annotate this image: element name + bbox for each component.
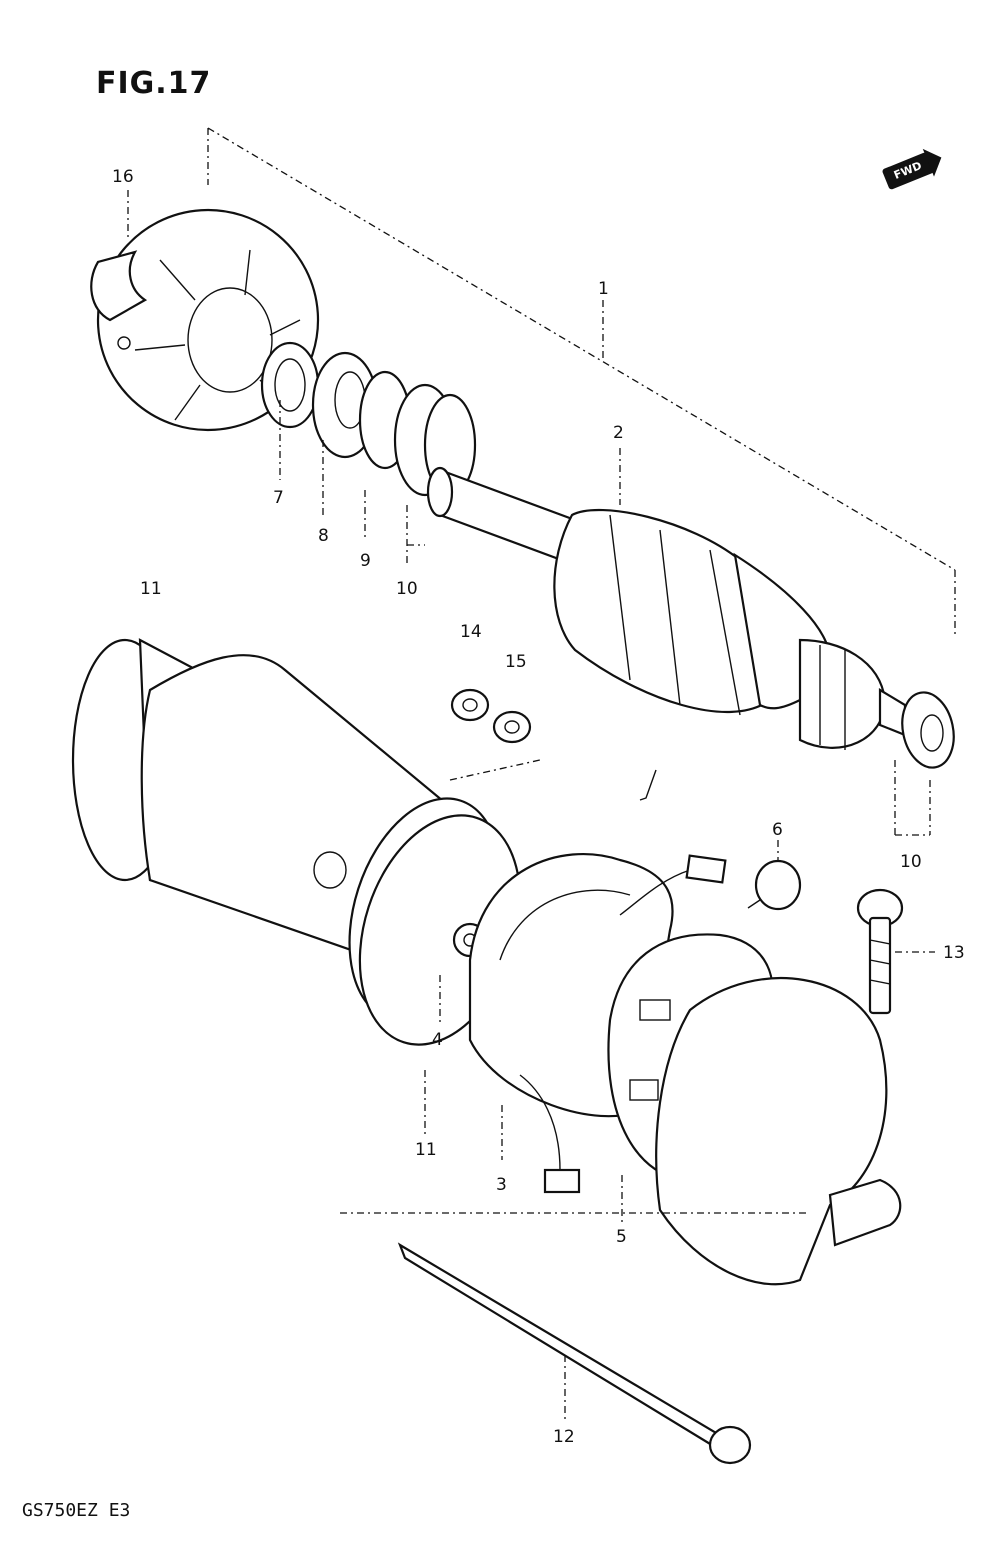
callout-7: 7 — [273, 488, 284, 508]
through-bolt — [397, 1242, 752, 1465]
callout-14: 16 — [112, 167, 134, 187]
callout-8: 8 — [318, 526, 329, 546]
figure-title: FIG.17 — [96, 66, 212, 101]
callout-11: 11 — [415, 1140, 437, 1160]
callout-11: 11 — [140, 579, 162, 599]
callout-3: 3 — [496, 1175, 507, 1195]
callout-12: 12 — [553, 1427, 575, 1447]
assembly-bracket — [207, 127, 956, 635]
callout-5: 5 — [616, 1227, 627, 1247]
callout-4: 4 — [432, 1030, 443, 1050]
nut-and-washer — [450, 688, 532, 744]
rear-end-cover — [607, 933, 902, 1286]
clip — [747, 859, 802, 911]
callout-6: 6 — [772, 820, 783, 840]
callout-10: 10 — [396, 579, 418, 599]
callout-15: 14 — [460, 622, 482, 642]
callout-labels: 16 1 7 8 9 10 11 2 14 15 10 6 13 4 11 3 … — [112, 167, 965, 1447]
screw — [856, 888, 904, 1015]
callout-2: 2 — [613, 423, 624, 443]
callout-9: 9 — [360, 551, 371, 571]
callout-10: 10 — [900, 852, 922, 872]
spring-clip — [639, 769, 657, 801]
bearing — [260, 341, 320, 429]
callout-1: 1 — [598, 279, 609, 299]
callout-16: 15 — [505, 652, 527, 672]
leader-lines — [127, 190, 935, 1420]
model-code: GS750EZ E3 — [22, 1500, 131, 1521]
callout-13: 13 — [943, 943, 965, 963]
armature — [426, 466, 955, 769]
